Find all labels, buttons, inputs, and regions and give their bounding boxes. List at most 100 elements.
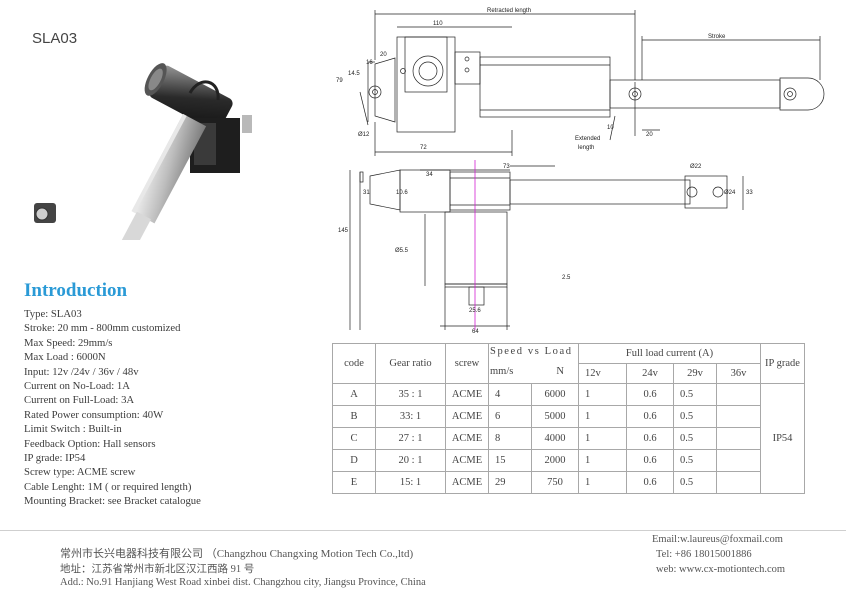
- th-29v: 29v: [673, 363, 717, 384]
- dim-110: 110: [433, 21, 443, 27]
- dim-73: 73: [503, 164, 510, 170]
- cell-screw: ACME: [445, 427, 489, 450]
- spec-item: Input: 12v /24v / 36v / 48v: [24, 365, 139, 378]
- cell-gear: 15: 1: [375, 471, 446, 494]
- cell-gear: 27 : 1: [375, 427, 446, 450]
- cell-c36: [716, 471, 761, 494]
- spec-item: Current on Full-Load: 3A: [24, 394, 135, 407]
- th-12v: 12v: [578, 363, 627, 384]
- spec-item: IP grade: IP54: [24, 452, 86, 465]
- spec-list: Type: SLA03 Stroke: 20 mm - 800mm custom…: [24, 307, 201, 509]
- contact-web[interactable]: web: www.cx-motiontech.com: [656, 564, 786, 575]
- cell-gear: 35 : 1: [375, 383, 446, 406]
- spec-item: Current on No-Load: 1A: [24, 380, 130, 393]
- cell-c36: [716, 405, 761, 428]
- dim-2-5: 2.5: [562, 275, 571, 281]
- th-speed-load-label: Speed vs Load: [490, 346, 573, 357]
- cell-code: E: [332, 471, 376, 494]
- dim-31: 31: [363, 190, 370, 196]
- dim-10: 10: [607, 125, 614, 131]
- th-ip-grade: IP grade: [760, 343, 805, 384]
- th-screw: screw: [445, 343, 489, 384]
- cell-load: 2000: [531, 449, 579, 472]
- cell-speed: 6: [488, 405, 532, 428]
- table-row: B 33: 1 ACME 6 5000 1 0.6 0.5: [332, 405, 805, 428]
- th-36v: 36v: [716, 363, 761, 384]
- address-en: Add.: No.91 Hanjiang West Road xinbei di…: [60, 577, 426, 588]
- th-gear-ratio: Gear ratio: [375, 343, 446, 384]
- dim-16: 16: [366, 60, 373, 66]
- cell-c36: [716, 427, 761, 450]
- th-code: code: [332, 343, 376, 384]
- cell-c29: 0.5: [673, 449, 717, 472]
- dim-33: 33: [746, 190, 753, 196]
- spec-item: Max Load : 6000N: [24, 351, 106, 364]
- cell-c29: 0.5: [673, 383, 717, 406]
- spec-item: Mounting Bracket: see Bracket catalogue: [24, 495, 201, 508]
- cell-c36: [716, 449, 761, 472]
- spec-item: Max Speed: 29mm/s: [24, 336, 113, 349]
- cell-gear: 33: 1: [375, 405, 446, 428]
- contact-email[interactable]: Email:w.laureus@foxmail.com: [652, 534, 783, 545]
- spec-item: Rated Power consumption: 40W: [24, 408, 164, 421]
- cell-gear: 20 : 1: [375, 449, 446, 472]
- spec-item: Feedback Option: Hall sensors: [24, 437, 156, 450]
- dim-34: 34: [426, 172, 433, 178]
- cell-c29: 0.5: [673, 471, 717, 494]
- model-title: SLA03: [32, 30, 78, 47]
- actuator-photo: [34, 63, 252, 240]
- dim-retracted: Retracted length: [487, 8, 531, 14]
- cell-c24: 0.6: [626, 405, 674, 428]
- cell-c24: 0.6: [626, 383, 674, 406]
- cell-c24: 0.6: [626, 471, 674, 494]
- dim-79: 79: [336, 78, 343, 84]
- footer-divider: [0, 530, 846, 531]
- cell-c24: 0.6: [626, 449, 674, 472]
- cell-c12: 1: [578, 405, 627, 428]
- dim-20b: 20: [646, 132, 653, 138]
- cell-speed: 29: [488, 471, 532, 494]
- cell-speed: 15: [488, 449, 532, 472]
- cell-c29: 0.5: [673, 427, 717, 450]
- cell-speed: 4: [488, 383, 532, 406]
- company-name: 常州市长兴电器科技有限公司 （Changzhou Changxing Motio…: [60, 548, 414, 560]
- table-row: C 27 : 1 ACME 8 4000 1 0.6 0.5: [332, 427, 805, 450]
- cell-c12: 1: [578, 471, 627, 494]
- technical-drawing: Retracted length Stroke Extended length …: [336, 8, 825, 335]
- dim-145: 145: [338, 228, 349, 234]
- cell-load: 750: [531, 471, 579, 494]
- spec-item: Stroke: 20 mm - 800mm customized: [24, 322, 181, 335]
- cell-screw: ACME: [445, 383, 489, 406]
- spec-item: Cable Lenght: 1M ( or required length): [24, 480, 192, 493]
- dim-stroke: Stroke: [708, 34, 726, 40]
- table-row: A 35 : 1 ACME 4 6000 1 0.6 0.5 IP54: [332, 383, 805, 494]
- cell-c36: [716, 383, 761, 406]
- table-row: E 15: 1 ACME 29 750 1 0.6 0.5: [332, 471, 805, 494]
- cell-c29: 0.5: [673, 405, 717, 428]
- th-speed-unit: mm/s: [490, 366, 514, 377]
- dim-extended2: length: [578, 145, 594, 151]
- spec-item: Limit Switch : Built-in: [24, 423, 122, 436]
- dim-72: 72: [420, 145, 427, 151]
- spec-item: Screw type: ACME screw: [24, 466, 136, 479]
- cell-code: A: [332, 383, 376, 406]
- spec-item: Type: SLA03: [24, 308, 82, 320]
- dim-d5-5: Ø5.5: [395, 248, 409, 254]
- dim-10-6: 10.6: [396, 190, 408, 196]
- dim-14-5: 14.5: [348, 71, 360, 77]
- th-load-unit: N: [556, 366, 564, 377]
- dim-20a: 20: [380, 52, 387, 58]
- dim-extended1: Extended: [575, 136, 600, 142]
- cell-c12: 1: [578, 427, 627, 450]
- dim-d24: Ø24: [724, 190, 736, 196]
- cell-ip: IP54: [760, 383, 805, 494]
- dim-64: 64: [472, 329, 479, 335]
- table-row: D 20 : 1 ACME 15 2000 1 0.6 0.5: [332, 449, 805, 472]
- cell-screw: ACME: [445, 405, 489, 428]
- dim-d12: Ø12: [358, 132, 370, 138]
- intro-heading: Introduction: [24, 280, 128, 301]
- cell-code: C: [332, 427, 376, 450]
- dim-25-6: 25.6: [469, 308, 481, 314]
- cell-load: 5000: [531, 405, 579, 428]
